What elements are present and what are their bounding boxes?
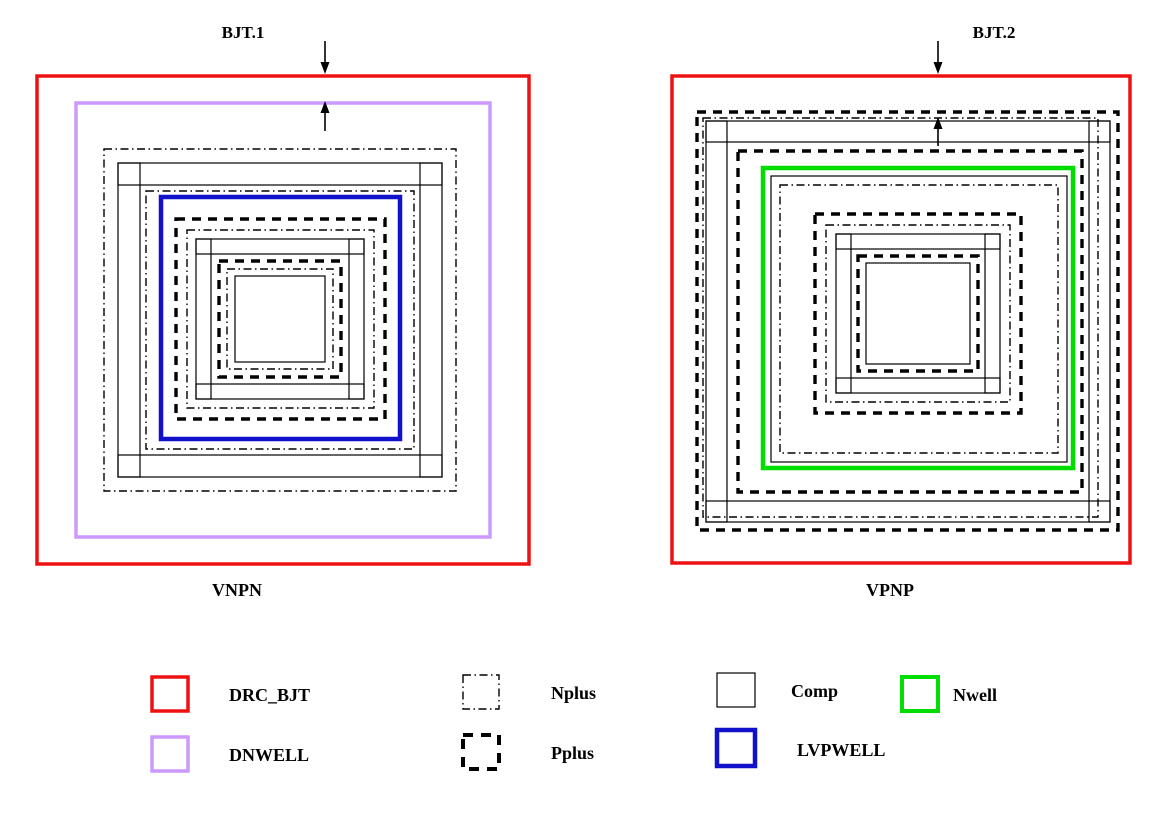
vpnp-comp-guard-bottom	[705, 500, 1111, 523]
legend-pplus-swatch	[461, 733, 501, 771]
vnpn-arrow-down-icon	[320, 41, 330, 74]
vpnp-comp-emitter	[865, 262, 971, 365]
vnpn-pplus-base-outer	[174, 217, 387, 421]
vnpn-comp-collector-bottom	[117, 454, 443, 478]
legend-drc-bjt-label: DRC_BJT	[229, 685, 310, 705]
vnpn-drc-bjt-rect	[35, 74, 531, 566]
vpnp-title: VPNP	[866, 580, 914, 600]
vnpn-comp-base-right	[348, 238, 365, 400]
vnpn-comp-collector-ring	[117, 162, 443, 478]
vpnp-drc-bjt-rect	[670, 74, 1132, 565]
vnpn-comp-base-ring	[195, 238, 365, 400]
vpnp-comp-guard-right	[1088, 120, 1111, 523]
vpnp-comp-base-top	[835, 233, 1001, 250]
legend-dnwell-swatch	[150, 735, 190, 773]
vpnp-comp-guard-ring	[705, 120, 1111, 523]
legend-dnwell-label: DNWELL	[229, 745, 309, 765]
vpnp-comp-nwell-tap	[770, 175, 1068, 463]
vnpn-comp-emitter	[234, 275, 326, 363]
vnpn-comp-collector-top	[117, 162, 443, 186]
vpnp-comp-guard-top	[705, 120, 1111, 143]
legend-pplus-label: Pplus	[551, 743, 594, 763]
vpnp-nplus-nwell-ring	[779, 184, 1059, 454]
vpnp-arrow-down-head	[933, 62, 943, 74]
legend-comp-swatch	[716, 672, 756, 708]
vnpn-comp-base-left	[195, 238, 212, 400]
vnpn-comp-collector-right	[419, 162, 443, 478]
vnpn-dnwell-rect	[74, 101, 492, 539]
vnpn-nplus-emitter	[226, 268, 334, 370]
vpnp-pplus-emitter	[856, 254, 980, 373]
vpnp-comp-base-right	[984, 233, 1001, 394]
vnpn-nplus-collector-inner	[145, 190, 415, 450]
vnpn-title: VNPN	[212, 580, 262, 600]
legend: DRC_BJT DNWELL Nplus Pplus Comp LVPWELL …	[150, 672, 997, 773]
legend-drc-bjt-swatch	[150, 675, 190, 713]
legend-nplus-label: Nplus	[551, 683, 596, 703]
vpnp-nplus-base-ring	[825, 224, 1011, 403]
vnpn-nplus-base-ring	[186, 229, 375, 409]
vpnp-comp-base-left	[835, 233, 852, 394]
vnpn-annotation-label: BJT.1	[222, 23, 265, 42]
vnpn-arrow-up-icon	[320, 101, 330, 131]
legend-nplus-swatch	[462, 674, 500, 710]
vpnp-comp-base-ring	[835, 233, 1001, 394]
legend-lvpwell-label: LVPWELL	[797, 740, 885, 760]
vnpn-arrow-up-head	[320, 101, 330, 113]
vpnp-diagram: BJT.2 V	[670, 23, 1132, 600]
vnpn-diagram: BJT.1 VNPN	[35, 23, 531, 600]
legend-nwell-label: Nwell	[953, 685, 997, 705]
legend-nwell-swatch	[900, 675, 940, 713]
vpnp-pplus-guard-outer	[695, 110, 1120, 532]
vpnp-nwell-rect	[760, 165, 1076, 471]
vpnp-nplus-guard-ring	[702, 117, 1099, 518]
vpnp-arrow-down-icon	[933, 41, 943, 74]
vpnp-pplus-guard-inner	[736, 149, 1084, 494]
vnpn-comp-base-bottom	[195, 383, 365, 400]
vnpn-pplus-base-inner	[217, 259, 343, 379]
vnpn-lvpwell-rect	[158, 194, 403, 442]
vpnp-pplus-base-outer	[813, 212, 1023, 415]
vnpn-nplus-collector-outer	[103, 148, 457, 492]
vpnp-annotation-label: BJT.2	[973, 23, 1016, 42]
vpnp-arrow-up-head	[933, 117, 943, 129]
vnpn-comp-collector-left	[117, 162, 141, 478]
legend-lvpwell-swatch	[714, 727, 758, 769]
vnpn-arrow-down-head	[320, 62, 330, 74]
vpnp-arrow-up-icon	[933, 117, 943, 146]
legend-comp-label: Comp	[791, 681, 838, 701]
vpnp-comp-base-bottom	[835, 377, 1001, 394]
vnpn-comp-base-top	[195, 238, 365, 255]
vpnp-comp-guard-left	[705, 120, 728, 523]
